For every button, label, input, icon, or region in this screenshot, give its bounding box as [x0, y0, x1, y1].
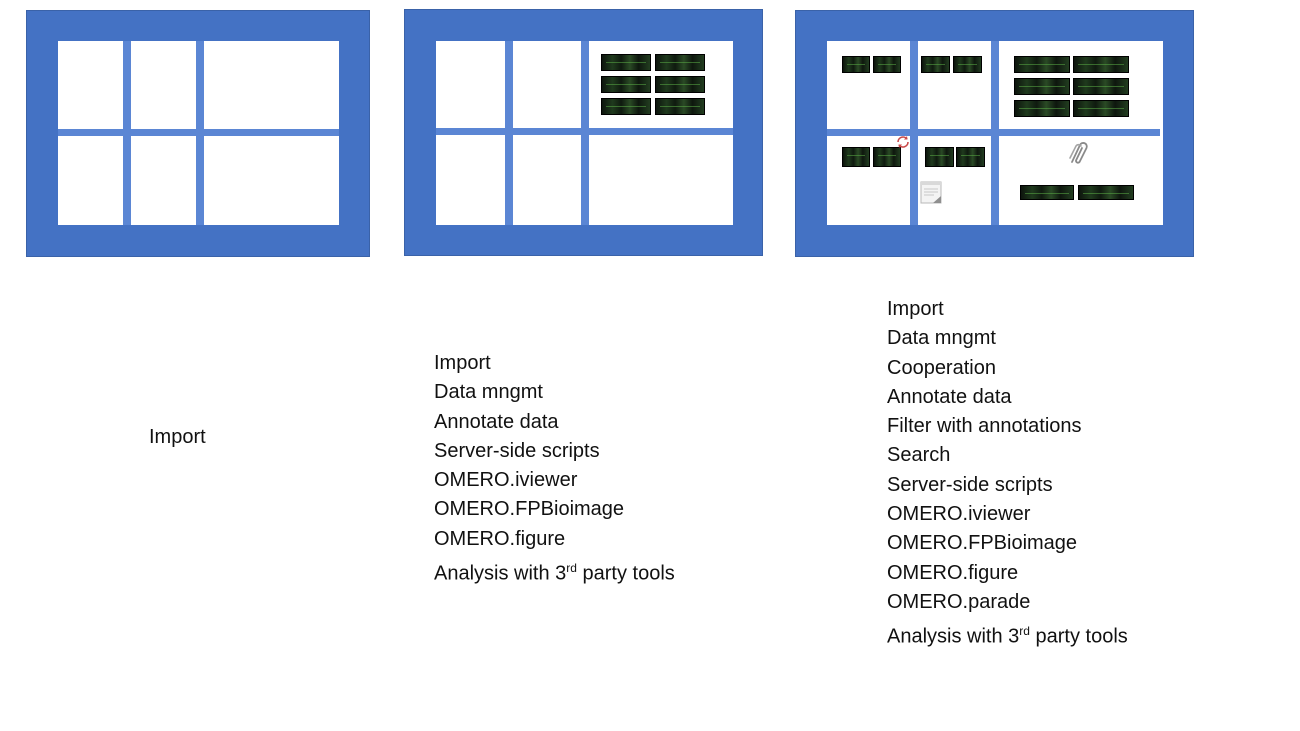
- stage-2-feature-list: Import Data mngmt Annotate data Server-s…: [434, 349, 675, 589]
- stage-3-image-thumbnail: [1078, 185, 1134, 200]
- stage-3-horizontal-divider: [827, 129, 1160, 136]
- stage-3-image-thumbnail: [1073, 56, 1129, 73]
- stage-1-feature: Import: [149, 426, 206, 448]
- feature-item: OMERO.FPBioimage: [434, 498, 625, 521]
- stage-3-image-thumbnail: [873, 147, 901, 167]
- stage-3-image-thumbnail: [842, 56, 870, 73]
- stage-3-image-thumbnail: [1014, 56, 1070, 73]
- stage-3-feature-list: Import Data mngmt Cooperation Annotate d…: [887, 295, 1128, 652]
- feature-item: Search: [887, 444, 951, 467]
- stage-2-image-thumbnail: [601, 76, 651, 93]
- feature-item: Annotate data: [887, 385, 1012, 408]
- recycle-icon: [897, 136, 909, 148]
- feature-item: OMERO.figure: [434, 527, 566, 550]
- stage-3-image-thumbnail: [1020, 185, 1074, 200]
- feature-item: Import: [434, 352, 491, 374]
- feature-item: Import: [887, 298, 944, 320]
- stage-3-image-thumbnail: [873, 56, 901, 73]
- feature-item: OMERO.iviewer: [434, 469, 578, 492]
- note-icon: [920, 181, 942, 204]
- feature-item: Analysis with 3rd party tools: [434, 561, 675, 585]
- stage-3-image-thumbnail: [925, 147, 954, 167]
- feature-item: Filter with annotations: [887, 415, 1082, 438]
- paperclip-icon: [1069, 142, 1088, 164]
- stage-2-image-thumbnail: [601, 98, 651, 115]
- feature-item: Server-side scripts: [434, 439, 600, 462]
- stage-3-diagram: [795, 10, 1194, 257]
- stage-3-image-thumbnail: [956, 147, 985, 167]
- stage-2-diagram: [404, 9, 763, 256]
- stage-3-image-thumbnail: [842, 147, 870, 167]
- stage-1-horizontal-divider: [58, 129, 339, 136]
- feature-item: OMERO.iviewer: [887, 503, 1031, 526]
- stage-3-image-thumbnail: [1073, 78, 1129, 95]
- feature-item: OMERO.figure: [887, 561, 1019, 584]
- stage-2-image-thumbnail: [601, 54, 651, 71]
- stage-3-image-thumbnail: [1014, 100, 1070, 117]
- feature-item: Data mngmt: [434, 381, 543, 404]
- feature-item: OMERO.FPBioimage: [887, 532, 1078, 555]
- feature-item: Server-side scripts: [887, 473, 1053, 496]
- feature-item: Analysis with 3rd party tools: [887, 624, 1128, 648]
- stage-3-image-thumbnail: [921, 56, 950, 73]
- feature-item: Data mngmt: [887, 327, 996, 350]
- stage-2-image-thumbnail: [655, 54, 705, 71]
- stage-1-diagram: [26, 10, 370, 257]
- stage-2-image-thumbnail: [655, 98, 705, 115]
- feature-item: Annotate data: [434, 410, 559, 433]
- feature-item: OMERO.parade: [887, 590, 1031, 613]
- stage-2-image-thumbnail: [655, 76, 705, 93]
- stage-2-horizontal-divider: [436, 128, 733, 135]
- feature-item: Cooperation: [887, 356, 996, 379]
- stage-3-image-thumbnail: [1073, 100, 1129, 117]
- stage-3-image-thumbnail: [953, 56, 982, 73]
- stage-3-image-thumbnail: [1014, 78, 1070, 95]
